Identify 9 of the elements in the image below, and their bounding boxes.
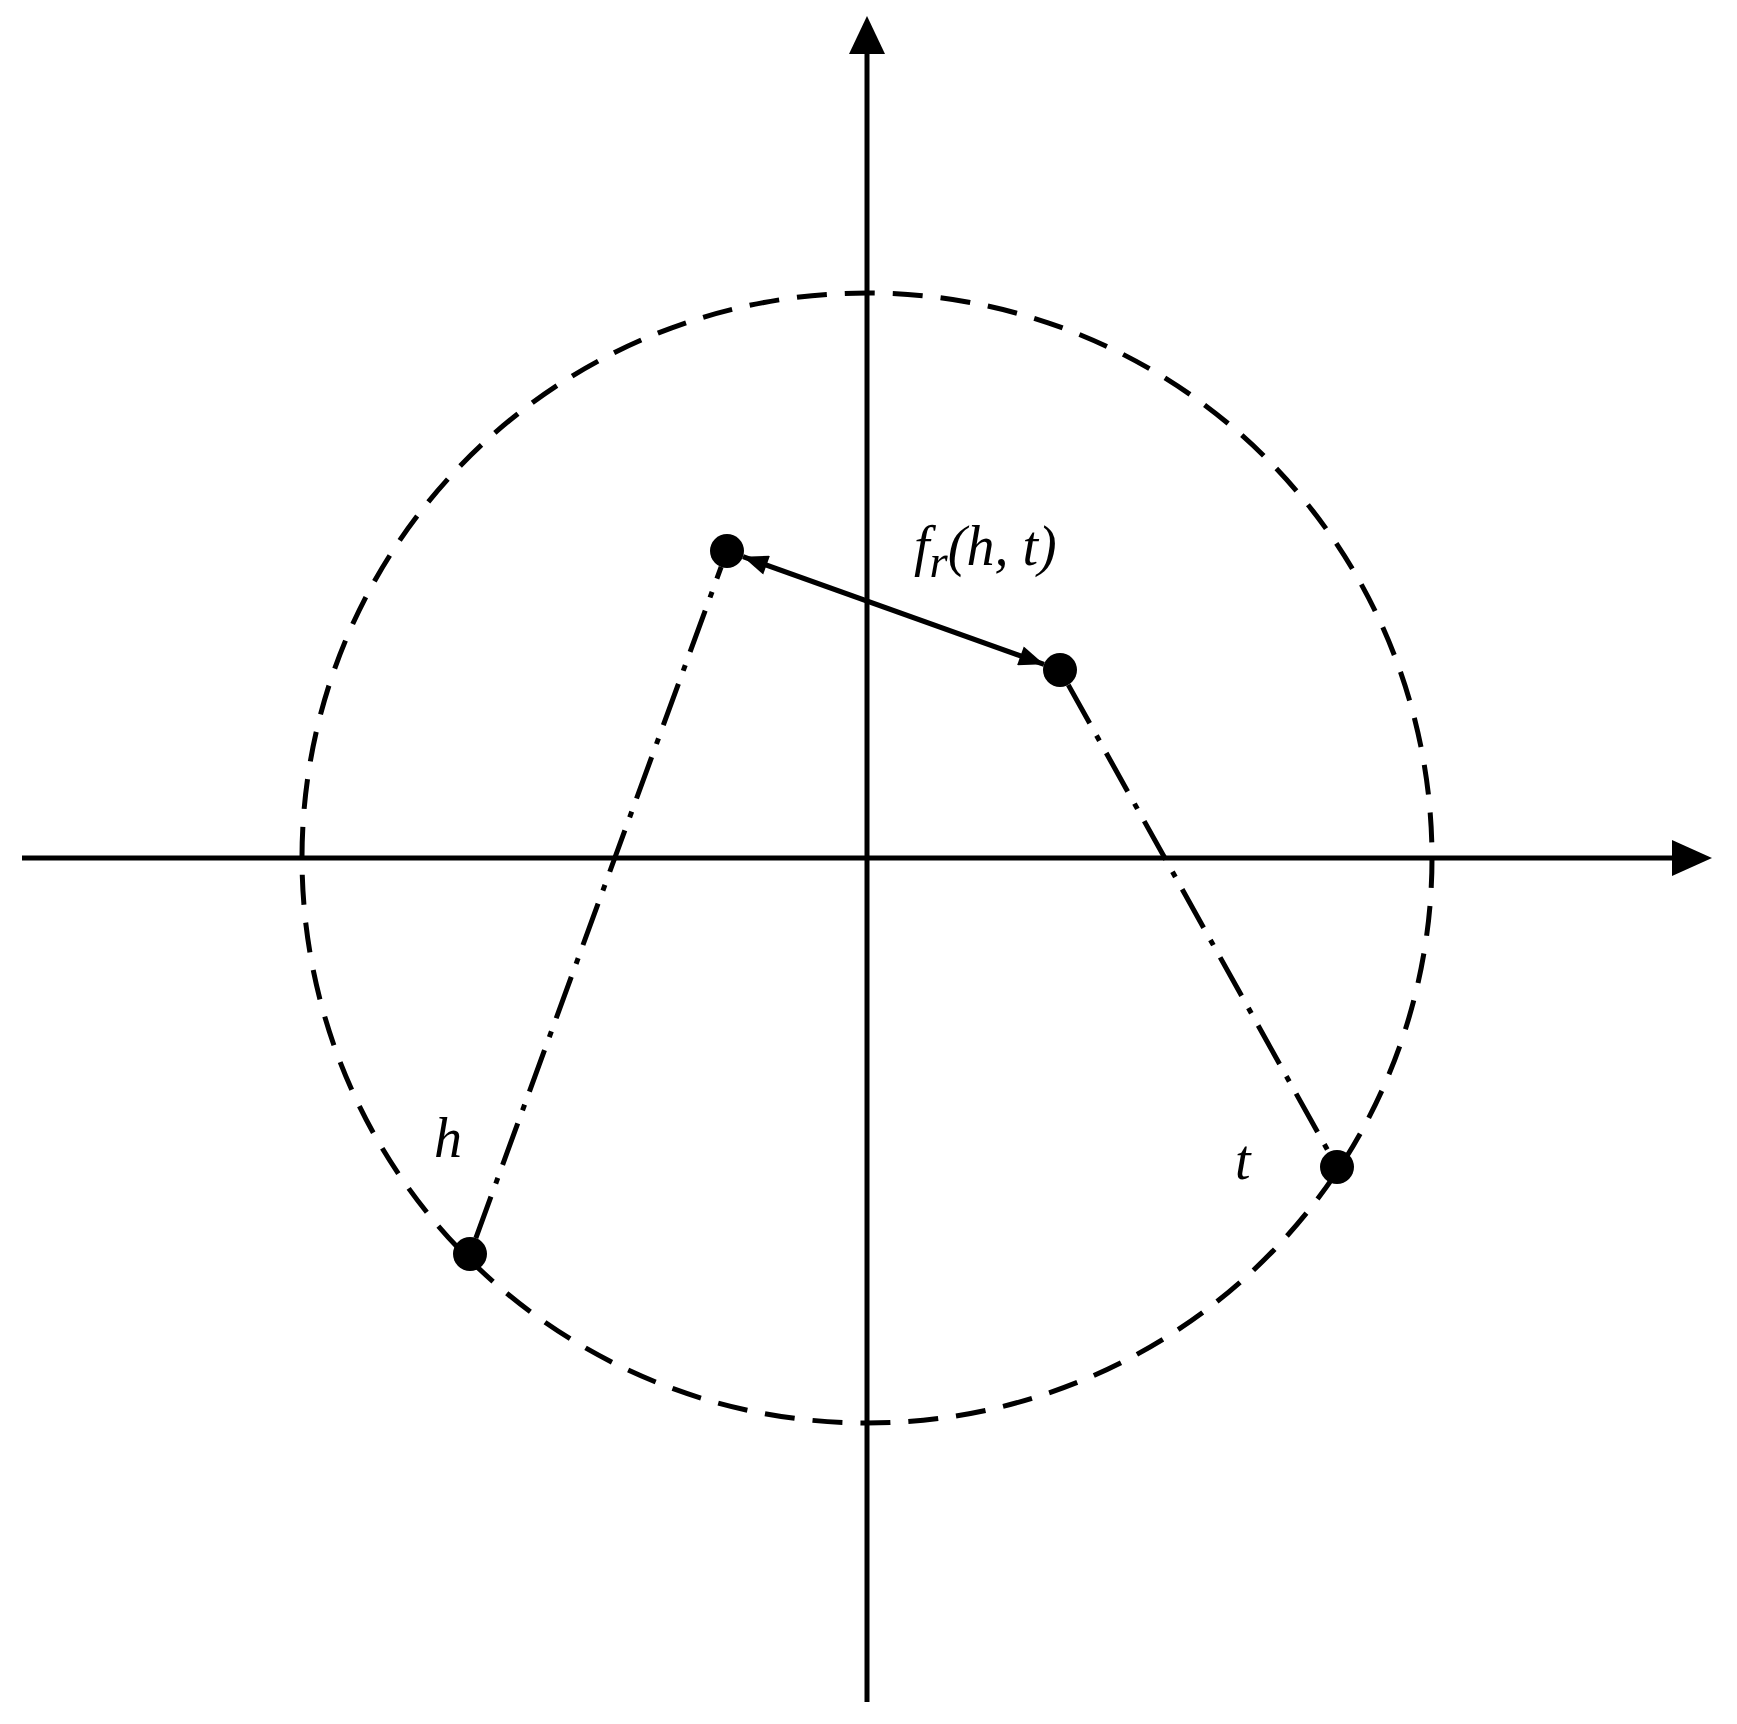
point-dot	[710, 534, 744, 568]
point-dot	[1043, 653, 1077, 687]
connector-line	[1066, 683, 1331, 1154]
variable-label: t	[1235, 1132, 1251, 1188]
connector-line	[473, 566, 724, 1239]
arrow	[742, 554, 1045, 667]
point-dot	[453, 1237, 487, 1271]
variable-label: h	[434, 1110, 462, 1166]
point-dot	[1320, 1150, 1354, 1184]
